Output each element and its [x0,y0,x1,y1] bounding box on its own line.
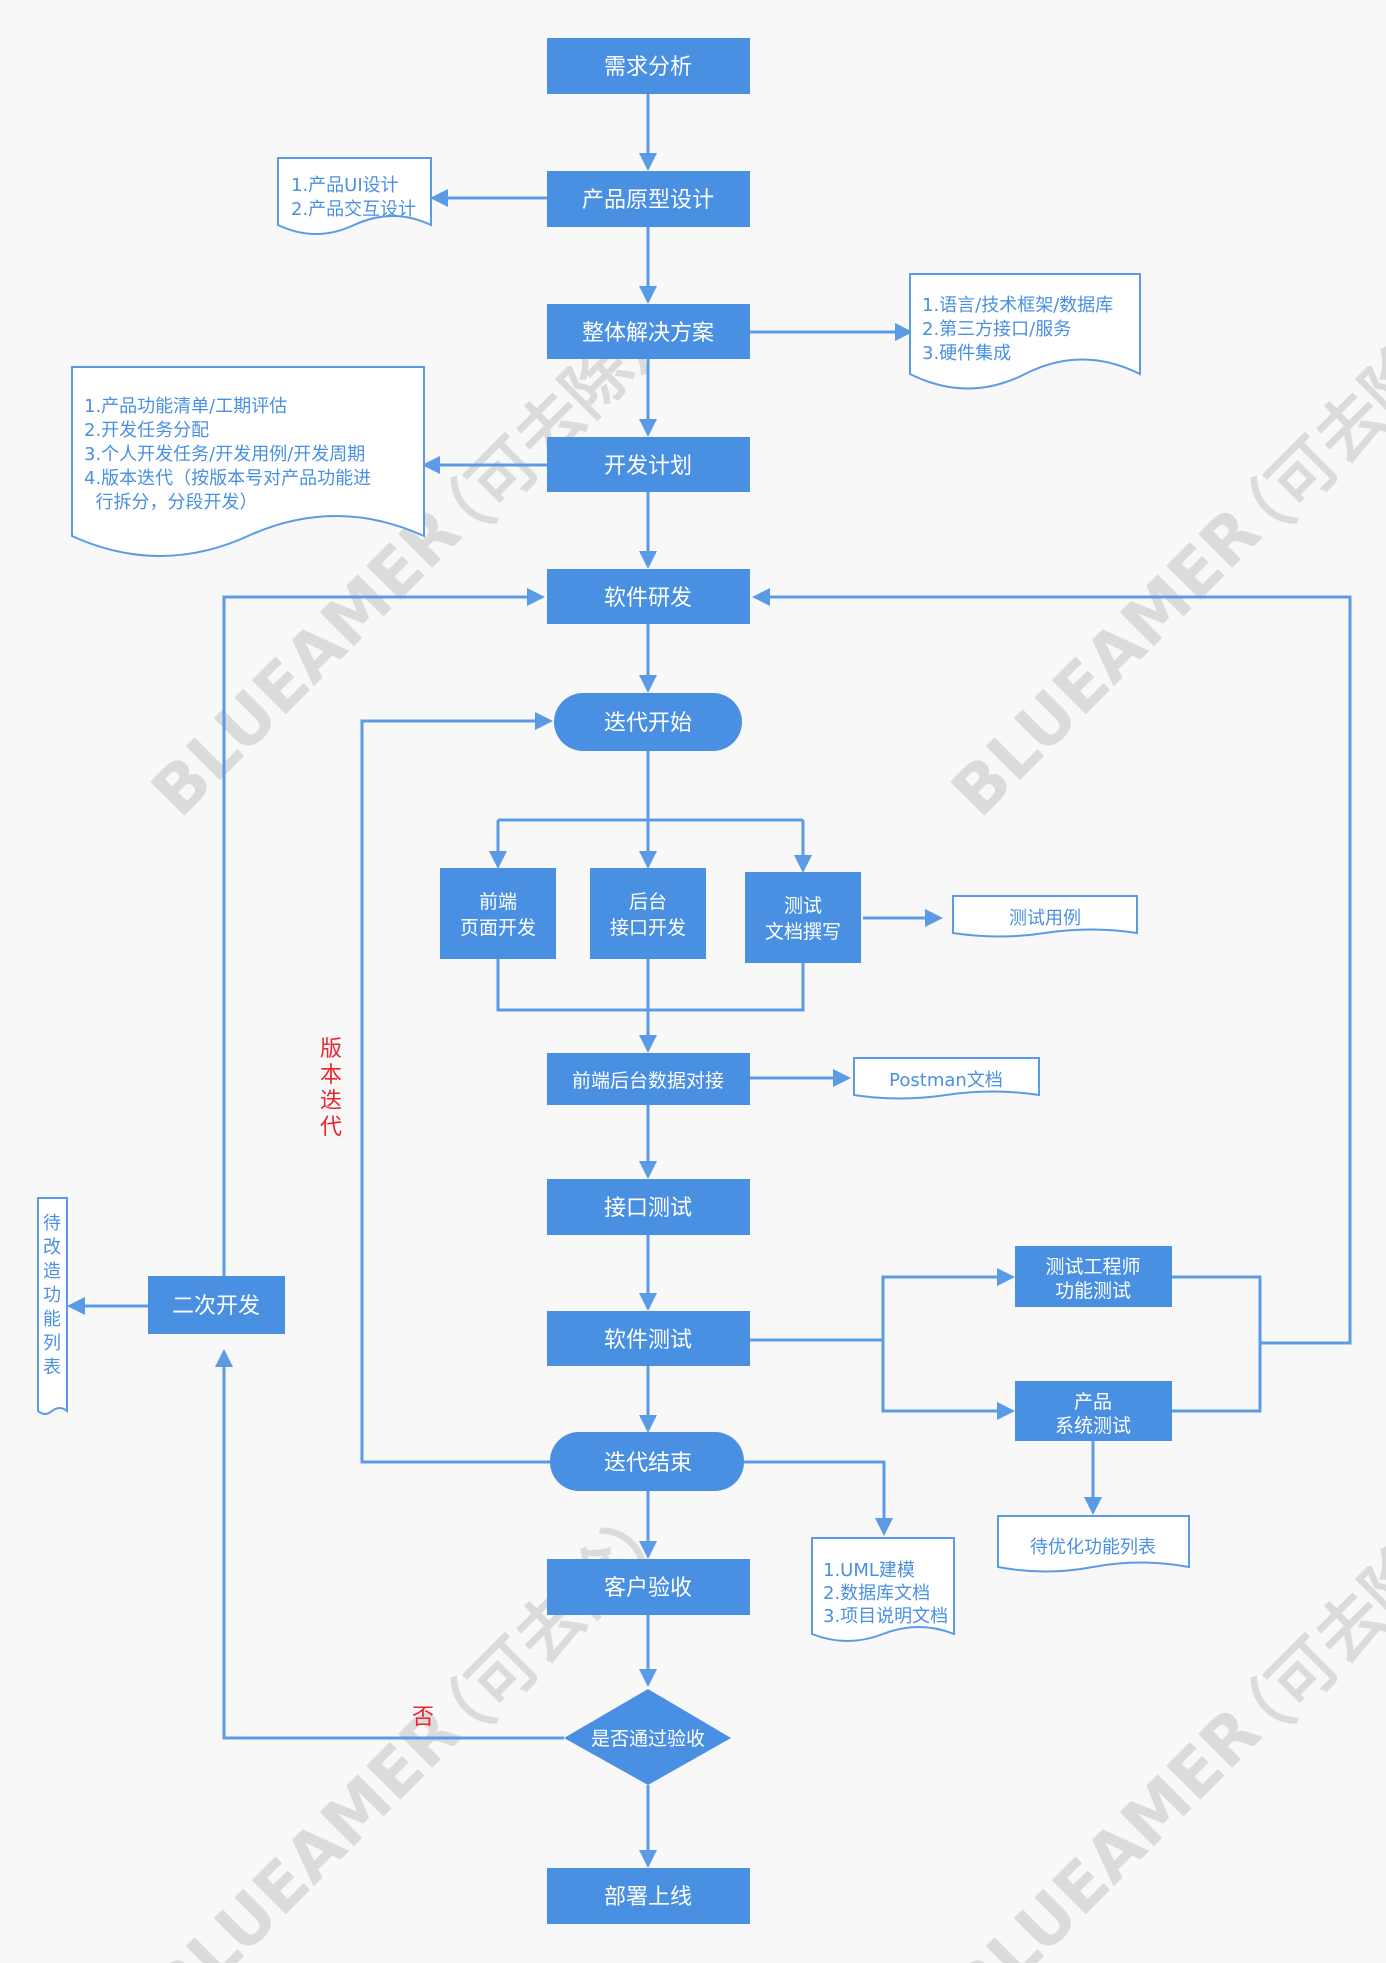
doc-tech-solution [909,273,1141,390]
doc-rework-list [37,1197,68,1415]
doc-project-docs [811,1537,955,1642]
node-deploy-online [547,1868,750,1924]
node-backend-dev-label-1: 后台 [629,891,667,913]
label-version-iteration-1: 版 [320,1037,342,1062]
doc-dev-plan-line-1: 1.产品功能清单/工期评估 [84,396,287,417]
edge-join-bar [496,959,805,1012]
node-requirement-analysis [547,38,750,94]
node-api-test [547,1179,750,1235]
edge-n17-n19 [215,1349,564,1740]
doc-rework-char-7: 表 [43,1357,61,1378]
doc-rework-char-6: 列 [43,1333,61,1354]
label-version-iteration-2: 本 [320,1063,342,1088]
node-iteration-end-label: 迭代结束 [604,1451,692,1476]
node-qa-functional-test-label-2: 功能测试 [1055,1280,1131,1302]
doc-optimize-list [997,1515,1190,1573]
node-api-test-label: 接口测试 [604,1196,692,1221]
doc-ui-design-line-1: 1.产品UI设计 [291,175,399,196]
documents: 1.产品UI设计 2.产品交互设计 1.语言/技术框架/数据库 2.第三方接口/… [37,157,1190,1642]
node-frontend-dev [440,868,556,959]
node-prototype-design [547,171,750,227]
doc-tech-solution-line-1: 1.语言/技术框架/数据库 [922,295,1113,316]
label-no: 否 [412,1705,434,1730]
node-data-integration [547,1053,750,1105]
doc-ui-design-line-2: 2.产品交互设计 [291,199,416,220]
node-backend-dev [590,868,706,959]
node-iteration-start [554,693,742,751]
doc-ui-design [277,157,432,235]
watermark-brand-2: BLUEAMER [937,493,1275,831]
doc-dev-plan-line-5: 行拆分，分段开发） [84,492,257,513]
node-data-integration-label: 前端后台数据对接 [572,1070,724,1092]
node-dev-plan-label: 开发计划 [604,454,692,479]
node-backend-dev-label-2: 接口开发 [610,917,686,939]
doc-dev-plan-line-3: 3.个人开发任务/开发用例/开发周期 [84,444,365,465]
edge-n12-n14 [881,1340,1015,1420]
doc-postman-label: Postman文档 [889,1070,1003,1091]
doc-project-docs-line-1: 1.UML建模 [823,1560,915,1581]
node-software-dev-label: 软件研发 [604,586,692,611]
edge-loop-to-n5 [752,588,1352,1345]
edge-n12-n13 [750,1268,1015,1342]
doc-rework-char-4: 功 [43,1285,61,1306]
doc-tech-solution-line-2: 2.第三方接口/服务 [922,319,1071,340]
node-frontend-dev-label-2: 页面开发 [460,917,536,939]
doc-optimize-list-label: 待优化功能列表 [1030,1537,1156,1558]
node-requirement-analysis-label: 需求分析 [604,55,692,80]
node-product-system-test-label-2: 系统测试 [1055,1415,1131,1437]
node-product-system-test [1015,1381,1172,1441]
node-overall-solution [547,304,750,359]
edge-version-iteration-loop [360,712,553,1464]
doc-rework-char-3: 造 [43,1261,61,1282]
node-test-docs-label-2: 文档撰写 [765,921,841,943]
edge-n13-n14-merge [1172,1275,1262,1413]
node-qa-functional-test [1015,1246,1172,1307]
watermark-note-4: （可去除） [1207,1484,1386,1772]
node-qa-functional-test-label-1: 测试工程师 [1045,1256,1140,1278]
node-test-docs [745,872,861,963]
label-version-iteration-4: 代 [320,1115,342,1140]
doc-dev-plan-line-2: 2.开发任务分配 [84,420,209,441]
doc-dev-plan [71,366,425,557]
doc-postman [853,1057,1040,1100]
node-acceptance-decision [564,1689,731,1785]
edge-n15-d7 [744,1460,893,1536]
node-acceptance-decision-label: 是否通过验收 [591,1728,705,1750]
node-software-dev [547,569,750,624]
doc-rework-char-2: 改 [43,1237,61,1258]
doc-rework-char-1: 待 [43,1213,61,1234]
node-test-docs-label-1: 测试 [784,895,822,917]
doc-project-docs-line-2: 2.数据库文档 [823,1583,930,1604]
nodes: 需求分析 产品原型设计 整体解决方案 开发计划 软件研发 迭代开始 前端 页面开… [148,38,1172,1924]
node-dev-plan [547,437,750,492]
node-iteration-start-label: 迭代开始 [604,711,692,736]
node-iteration-end [550,1432,744,1491]
doc-test-cases [952,895,1138,938]
node-software-test-label: 软件测试 [604,1328,692,1353]
node-secondary-dev-label: 二次开发 [172,1294,260,1319]
doc-dev-plan-line-4: 4.版本迭代（按版本号对产品功能进 [84,468,371,489]
edge-n19-n5 [222,588,545,1276]
doc-test-cases-label: 测试用例 [1009,908,1081,929]
doc-tech-solution-line-3: 3.硬件集成 [922,343,1011,364]
node-prototype-design-label: 产品原型设计 [582,188,714,213]
label-version-iteration-3: 迭 [320,1089,342,1114]
annotations: 版 本 迭 代 否 [320,1037,434,1730]
doc-rework-char-5: 能 [43,1309,61,1330]
node-software-test [547,1311,750,1366]
doc-rework-list-text: 待 改 造 功 能 列 表 [43,1213,61,1378]
node-customer-acceptance [547,1559,750,1615]
doc-project-docs-line-3: 3.项目说明文档 [823,1606,948,1627]
node-deploy-online-label: 部署上线 [604,1885,692,1910]
watermark-note-2: （可去除） [1207,284,1386,572]
node-overall-solution-label: 整体解决方案 [582,321,714,346]
node-secondary-dev [148,1276,285,1334]
edges [67,94,1352,1868]
node-customer-acceptance-label: 客户验收 [604,1576,692,1601]
node-frontend-dev-label-1: 前端 [479,891,517,913]
node-product-system-test-label-1: 产品 [1074,1391,1112,1413]
